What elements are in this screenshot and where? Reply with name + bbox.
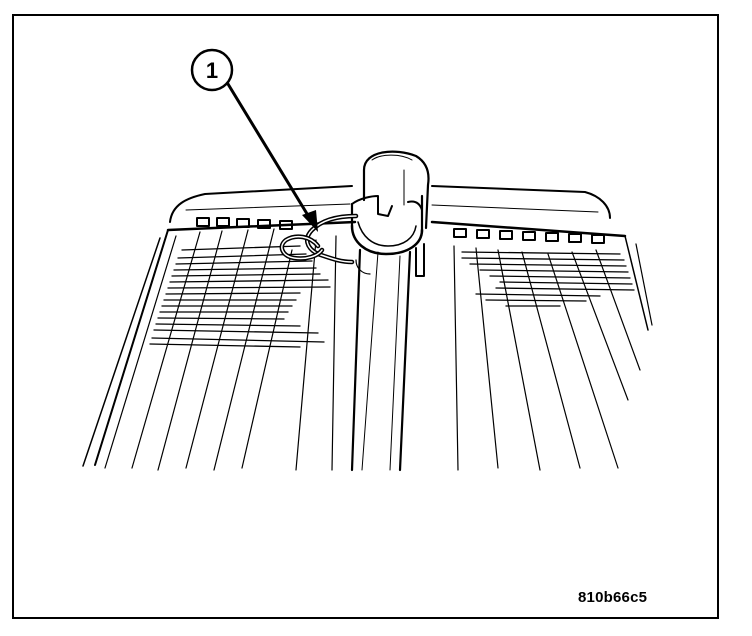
radiator-top-tank [166,185,627,244]
radiator-core-hatching-left [149,245,331,348]
callout-arrowhead [302,210,318,232]
figure-id-label: 810b66c5 [578,589,648,606]
illustration-frame [12,14,719,619]
callout-1 [190,48,314,224]
callout-number: 1 [206,58,218,83]
hose-clamp-fitting [350,194,425,277]
spring-wire-clip [279,213,359,265]
radiator-core-sides [82,229,653,469]
radiator-core-hatching-right [461,251,635,307]
coolant-hose [350,150,430,472]
